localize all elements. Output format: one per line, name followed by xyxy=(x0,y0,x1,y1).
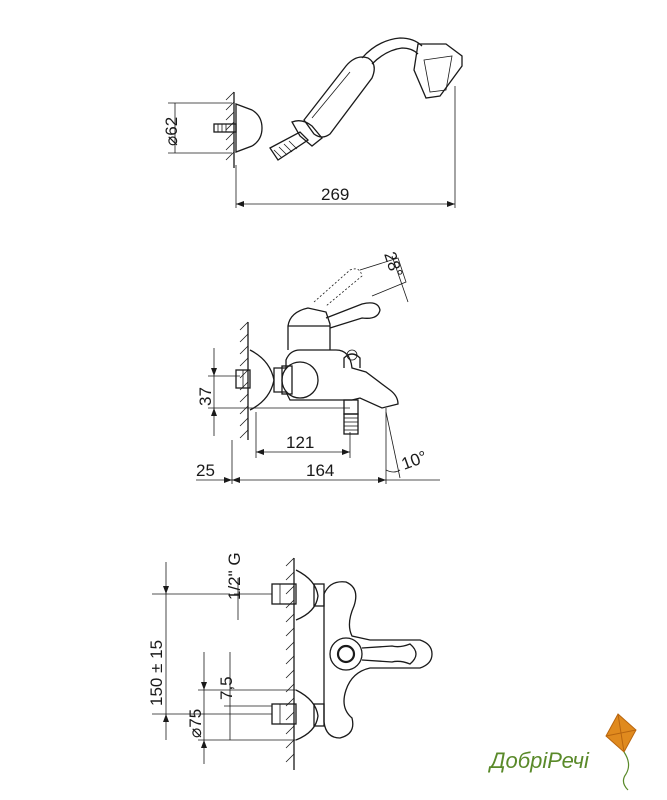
dim-length-269: 269 xyxy=(321,185,349,204)
dim-diameter-62: ⌀62 xyxy=(162,117,181,146)
brand-name: ДобріРечі xyxy=(487,748,590,773)
dim-diameter-75: ⌀75 xyxy=(186,709,205,738)
dim-angle-28: 28° xyxy=(380,249,406,279)
dim-offset-7-5: 7,5 xyxy=(217,676,236,700)
dim-centers-150: 150 ± 15 xyxy=(147,640,166,706)
brand-logo xyxy=(605,713,637,791)
view-top xyxy=(152,557,433,770)
dim-angle-10: 10° xyxy=(399,447,430,474)
dim-length-164: 164 xyxy=(306,461,334,480)
dim-thread: 1/2" G xyxy=(225,552,244,600)
dim-length-121: 121 xyxy=(286,433,314,452)
dim-height-37: 37 xyxy=(196,387,215,406)
view-side-elevation xyxy=(196,255,440,484)
view-hand-shower xyxy=(168,37,463,208)
dim-offset-25: 25 xyxy=(196,461,215,480)
